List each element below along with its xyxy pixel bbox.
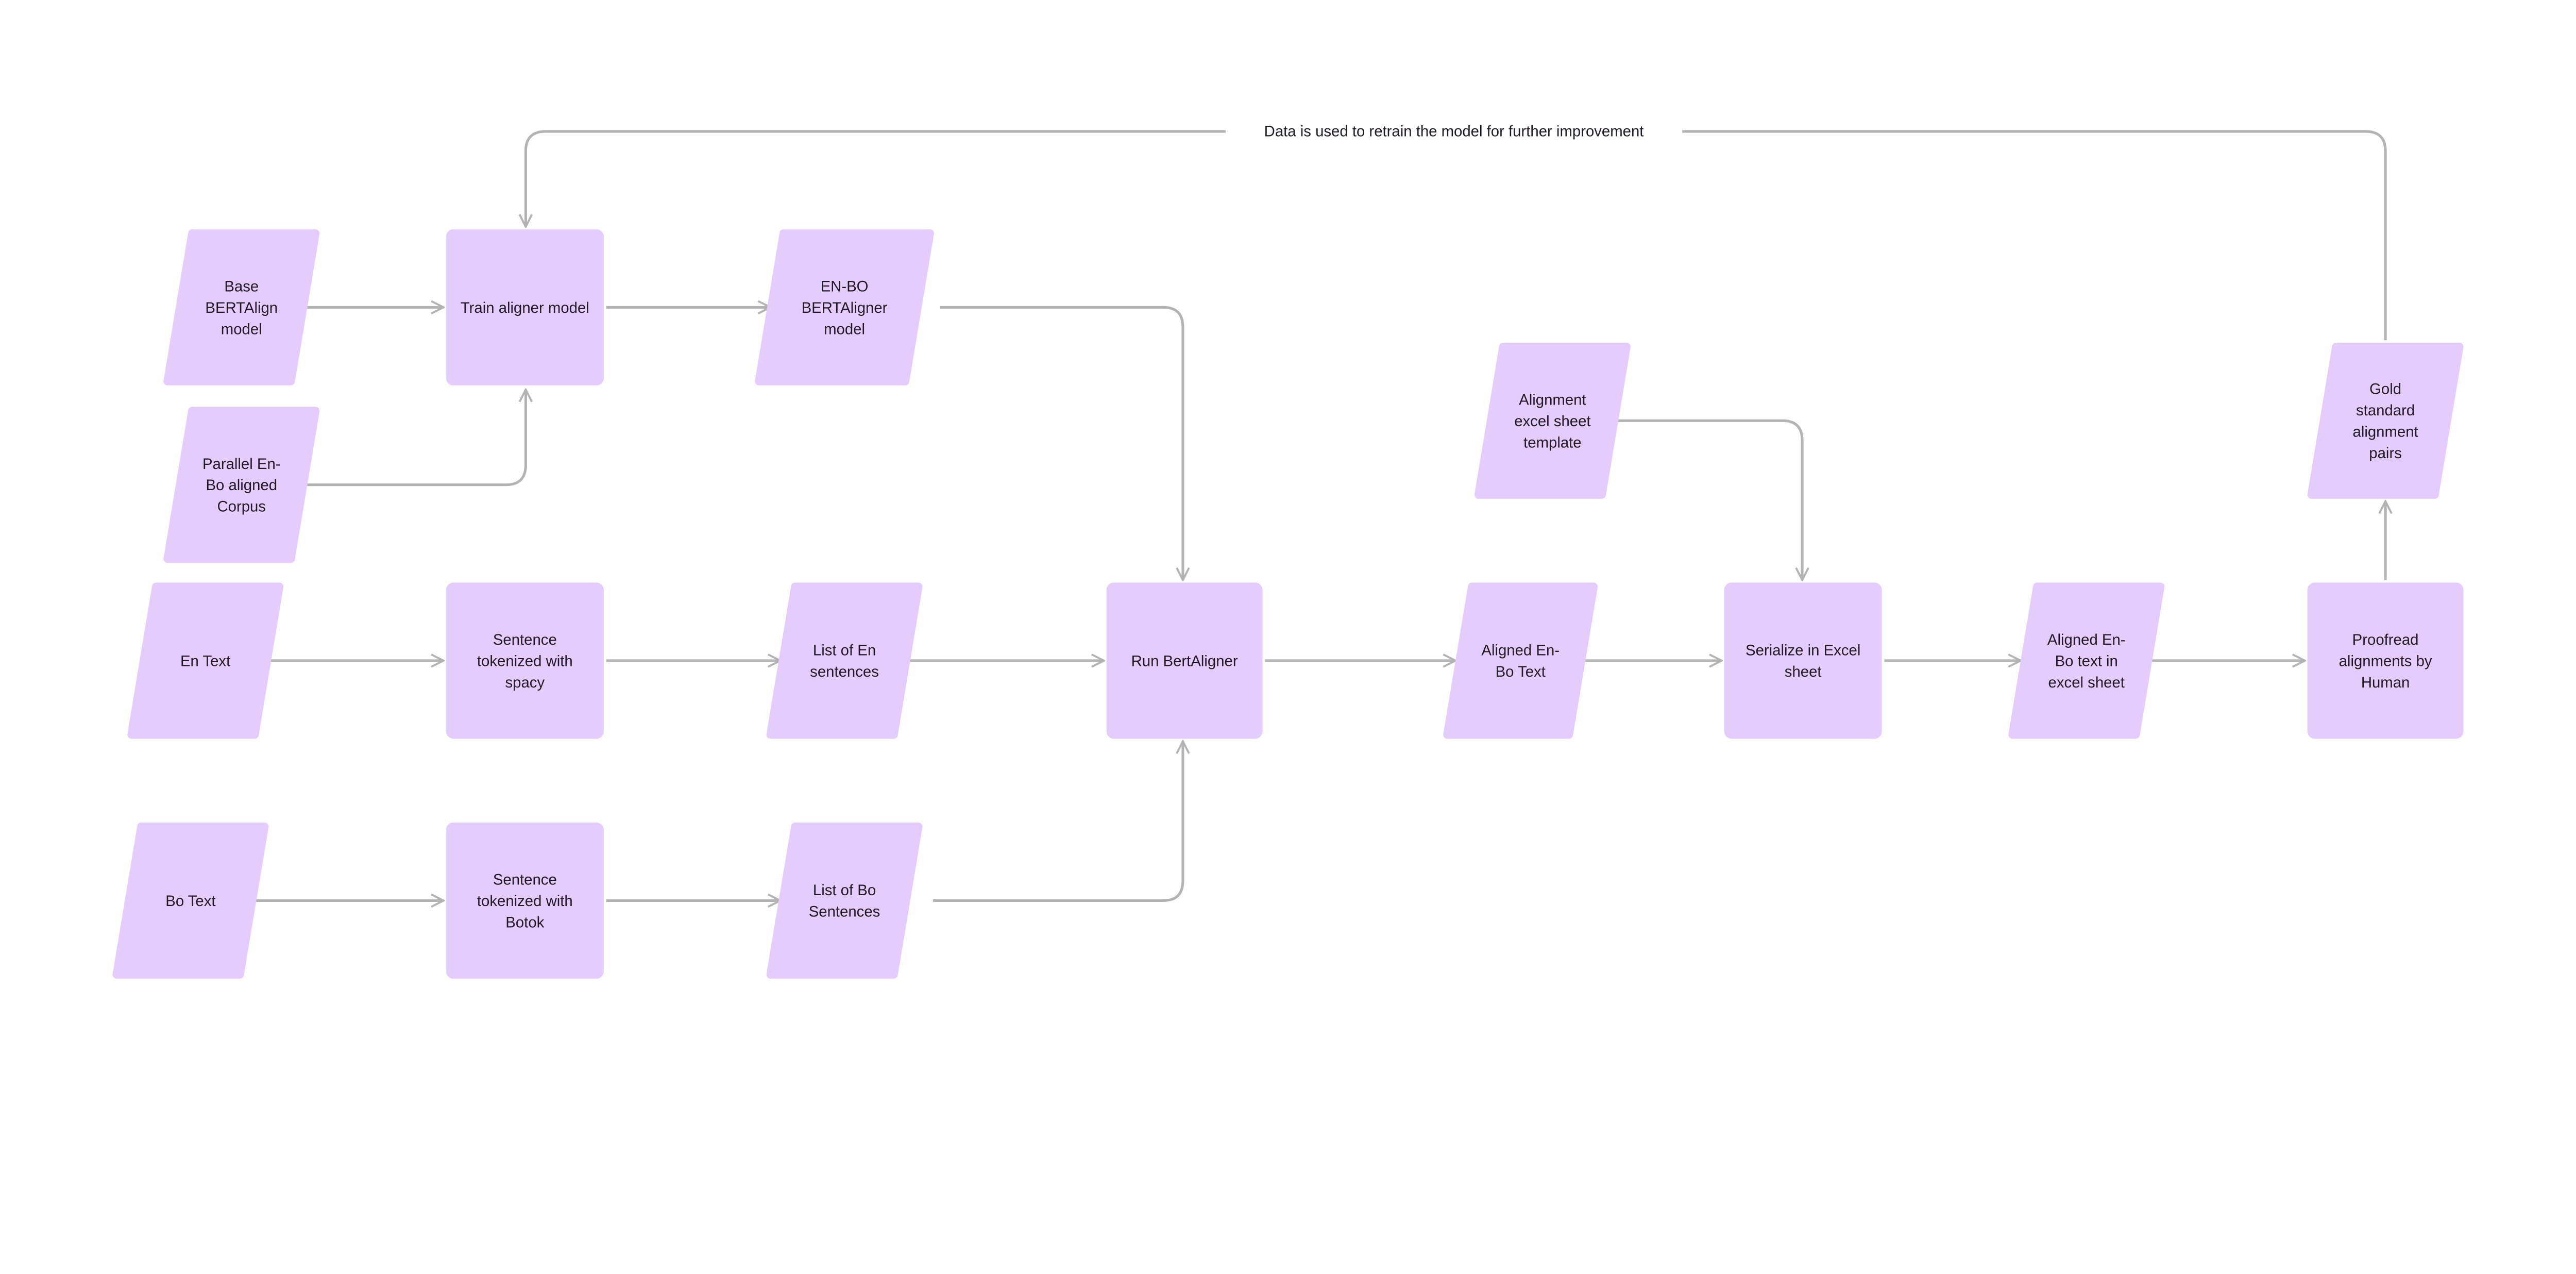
node-label-line: Alignment: [1519, 391, 1586, 408]
node-label-line: tokenized with: [477, 893, 573, 910]
data-parallelogram: [1474, 342, 1631, 499]
edge-template-to-serialize: [1618, 419, 1802, 580]
edge-parallel-to-train: [307, 390, 526, 487]
node-label-line: Sentence: [493, 871, 557, 889]
node-label-line: Bo Text: [1496, 663, 1546, 680]
node-spacy[interactable]: Sentence tokenized with spacy: [446, 582, 604, 739]
node-label-line: Human: [2361, 674, 2410, 691]
data-parallelogram: [1443, 582, 1598, 739]
node-label-line: Serialize in Excel: [1745, 642, 1860, 659]
edge-enbo_model-to-run: [939, 306, 1183, 580]
node-aligned_excel[interactable]: Aligned En- Bo text in excel sheet: [2008, 582, 2165, 739]
data-parallelogram: [163, 229, 320, 385]
data-parallelogram: [766, 582, 923, 739]
node-label-line: alignments by: [2339, 652, 2432, 669]
data-parallelogram: [112, 822, 269, 979]
edge-label-background: [1225, 118, 1683, 145]
node-label-line: BERTAligner: [802, 299, 888, 316]
node-label-line: Sentence: [493, 631, 557, 648]
node-label-line: Bo aligned: [206, 477, 277, 494]
process-box: [2307, 582, 2464, 739]
node-label-line: Bo text in: [2055, 652, 2118, 669]
node-serialize[interactable]: Serialize in Excel sheet: [1724, 582, 1882, 739]
edges-layer: Data is used to retrain the model for fu…: [256, 118, 2385, 902]
node-label-line: alignment: [2353, 424, 2418, 441]
process-box: [446, 229, 604, 385]
node-label-line: spacy: [505, 674, 545, 691]
node-label-line: Botok: [505, 914, 544, 931]
data-parallelogram: [755, 229, 934, 385]
node-label-line: excel sheet: [1514, 413, 1590, 430]
edge-list_bo-to-run: [933, 741, 1183, 902]
node-label-line: Parallel En-: [202, 456, 281, 473]
node-label-line: Gold: [2369, 381, 2401, 398]
process-box: [1724, 582, 1882, 739]
node-list_en[interactable]: List of En sentences: [766, 582, 923, 739]
node-label-line: Proofread: [2352, 631, 2419, 648]
node-label-line: sentences: [810, 663, 879, 680]
process-box: [446, 582, 604, 739]
node-label-line: Base: [224, 278, 259, 295]
node-label-line: Corpus: [217, 498, 266, 515]
node-label-line: standard: [2356, 402, 2415, 419]
node-label-line: En Text: [180, 652, 230, 669]
flowchart-canvas: Data is used to retrain the model for fu…: [112, 118, 2464, 979]
process-box: [1106, 582, 1263, 739]
data-parallelogram: [2307, 342, 2464, 499]
node-label-line: model: [221, 321, 262, 338]
node-label-line: Aligned En-: [2047, 631, 2126, 648]
node-train[interactable]: Train aligner model: [446, 229, 604, 385]
node-label-line: model: [824, 321, 865, 338]
node-label-line: Run BertAligner: [1131, 652, 1238, 669]
node-label-line: template: [1523, 434, 1582, 451]
node-bo_text[interactable]: Bo Text: [112, 822, 269, 979]
data-parallelogram: [163, 407, 320, 563]
node-list_bo[interactable]: List of Bo Sentences: [766, 822, 923, 979]
node-label-line: BERTAlign: [205, 299, 278, 316]
node-label-line: Bo Text: [165, 893, 215, 910]
node-run[interactable]: Run BertAligner: [1106, 582, 1263, 739]
node-label-line: List of En: [813, 642, 876, 659]
node-template[interactable]: Alignment excel sheet template: [1474, 342, 1631, 499]
data-parallelogram: [127, 582, 284, 739]
node-en_text[interactable]: En Text: [127, 582, 284, 739]
node-label-line: EN-BO: [821, 278, 869, 295]
node-label-line: excel sheet: [2048, 674, 2125, 691]
node-gold[interactable]: Gold standard alignment pairs: [2307, 342, 2464, 499]
node-label-line: Sentences: [809, 903, 880, 920]
node-aligned[interactable]: Aligned En- Bo Text: [1443, 582, 1598, 739]
node-label-line: List of Bo: [813, 882, 876, 899]
node-label-line: sheet: [1785, 663, 1822, 680]
process-box: [446, 822, 604, 979]
node-enbo_model[interactable]: EN-BO BERTAligner model: [755, 229, 934, 385]
node-proofread[interactable]: Proofread alignments by Human: [2307, 582, 2464, 739]
node-label-line: tokenized with: [477, 652, 573, 669]
node-label-line: Train aligner model: [461, 299, 589, 316]
data-parallelogram: [2008, 582, 2165, 739]
edge-label-retrain: Data is used to retrain the model for fu…: [1264, 123, 1644, 140]
node-label-line: pairs: [2369, 445, 2402, 462]
data-parallelogram: [766, 822, 923, 979]
node-label-line: Aligned En-: [1481, 642, 1560, 659]
